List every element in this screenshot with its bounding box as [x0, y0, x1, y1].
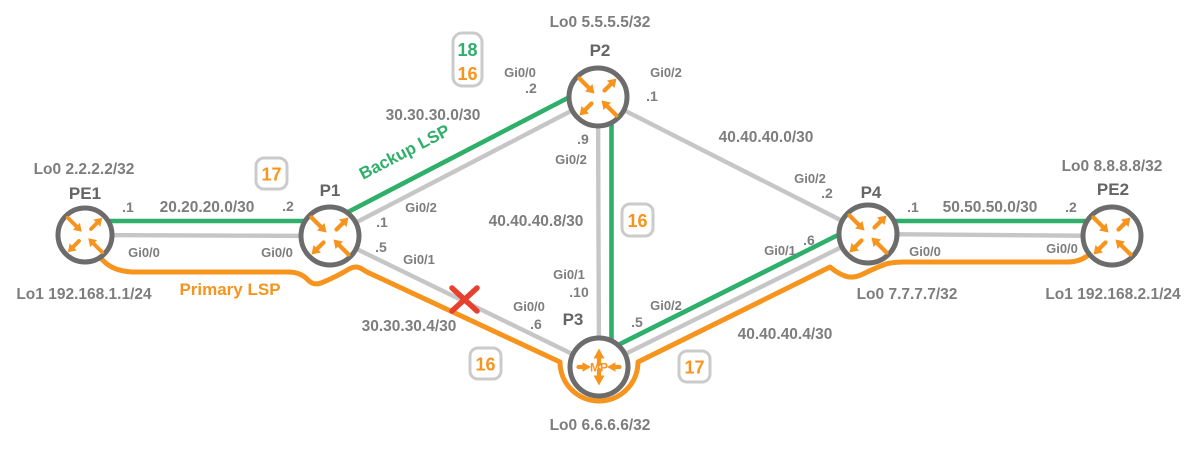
label-p3-lo0: Lo0 6.6.6.6/32: [550, 417, 651, 434]
router-pe1: [55, 205, 115, 265]
label-p1-p3-if-p3: Gi0/0: [513, 299, 545, 314]
label-pe1-lo0: Lo0 2.2.2.2/32: [34, 161, 135, 178]
label-pe1-p1-ip-pe1: .1: [122, 199, 134, 215]
label-p2-p3-ip-p3: .10: [569, 284, 589, 300]
router-p1-circle: [298, 204, 362, 268]
label-p2-lo0: Lo0 5.5.5.5/32: [550, 14, 651, 31]
mpls-label-value: 16: [457, 64, 477, 84]
label-p1-p2-if-p2: Gi0/0: [504, 65, 536, 80]
label-pe1-p1-if-pe1: Gi0/0: [128, 245, 160, 260]
label-p1-p3-subnet: 30.30.30.4/30: [362, 318, 457, 335]
label-pe2-lo1: Lo1 192.168.2.1/24: [1045, 286, 1181, 303]
mpls-label-boxes: 18 16 17 16 16 17: [254, 31, 712, 384]
mpls-label-value: 16: [475, 355, 495, 375]
router-p4: [836, 202, 900, 266]
label-p2-p4-if-p2: Gi0/2: [650, 65, 682, 80]
link-p2-p4: [597, 95, 869, 236]
label-p1-p3-ip-p1: .5: [375, 239, 387, 255]
label-p2-p3-if-p2: Gi0/2: [555, 152, 587, 167]
label-p2-name: P2: [590, 41, 611, 60]
label-p4-pe2-ip-pe2: .2: [1065, 199, 1077, 215]
label-p2-p4-ip-p4: .2: [821, 185, 833, 201]
label-pe1-p1-if-p1: Gi0/0: [261, 245, 293, 260]
label-p1-p2-subnet: 30.30.30.0/30: [386, 107, 481, 124]
label-p2-p4-ip-p2: .1: [646, 88, 658, 104]
router-pe2: [1080, 204, 1144, 268]
label-p2-p3-if-p3: Gi0/1: [553, 267, 585, 282]
link-p2-p3: [595, 96, 602, 368]
backup-lsp-path: [106, 86, 1092, 361]
label-p3-p4-ip-p4: .6: [803, 232, 815, 248]
router-pe2-circle: [1080, 204, 1144, 268]
diagram-labels: Lo0 2.2.2.2/32 PE1 Lo1 192.168.1.1/24 .1…: [16, 14, 1181, 434]
label-p3-p4-if-p3: Gi0/2: [650, 298, 682, 313]
mpls-label-p3-p4: 17: [677, 349, 712, 384]
mpls-label-value: 18: [457, 40, 477, 60]
label-pe1-p1-subnet: 20.20.20.0/30: [160, 199, 255, 216]
mpls-label-value: 16: [627, 211, 647, 231]
label-p4-lo0: Lo0 7.7.7.7/32: [857, 286, 958, 303]
router-p2-circle: [566, 65, 630, 129]
label-pe2-lo0: Lo0 8.8.8.8/32: [1062, 158, 1163, 175]
label-p4-pe2-ip-p4: .1: [907, 199, 919, 215]
label-p3-p4-ip-p3: .5: [631, 314, 643, 330]
mpls-label-stack-p1-p2: 18 16: [451, 31, 484, 88]
router-pe1-circle: [55, 205, 115, 265]
link-p1-p2: [328, 95, 600, 238]
mpls-label-value: 17: [261, 165, 281, 185]
mpls-label-p2-p3: 16: [620, 202, 655, 238]
label-pe1-lo1: Lo1 192.168.1.1/24: [16, 286, 152, 303]
router-p4-circle: [836, 202, 900, 266]
link-p3-p4: [598, 232, 869, 369]
label-p4-pe2-if-p4: Gi0/0: [909, 244, 941, 259]
router-p3-circle: [567, 335, 631, 399]
label-p2-p4-subnet: 40.40.40.0/30: [719, 129, 814, 146]
router-p3-merge-point: MP: [567, 335, 631, 399]
link-p4-pe2: [867, 231, 1113, 239]
label-pe1-p1-ip-p1: .2: [282, 198, 294, 214]
mpls-label-value: 17: [684, 358, 704, 378]
router-p2: [566, 65, 630, 129]
label-p2-p3-subnet: 40.40.40.8/30: [489, 213, 584, 230]
label-p1-p2-ip-p2: .2: [525, 80, 537, 96]
label-primary-lsp: Primary LSP: [179, 280, 280, 299]
label-pe2-name: PE2: [1097, 180, 1129, 199]
label-pe1-name: PE1: [69, 184, 101, 203]
link-failure-x-icon: [449, 285, 480, 314]
physical-links: [84, 95, 1113, 369]
mpls-label-p1-p3: 16: [468, 346, 503, 381]
label-p1-p3-ip-p3: .6: [530, 316, 542, 332]
merge-point-icon: MP: [576, 348, 622, 386]
label-p3-p4-if-p4: Gi0/1: [764, 243, 796, 258]
label-backup-lsp: Backup LSP: [356, 121, 453, 184]
label-p2-p3-ip-p2: .9: [577, 131, 589, 147]
link-pe1-p1: [84, 232, 331, 239]
label-p2-p4-if-p4: Gi0/2: [794, 171, 826, 186]
primary-lsp-path: [97, 250, 1094, 404]
merge-point-label: MP: [590, 361, 608, 375]
router-p1: [298, 204, 362, 268]
label-p1-p2-if-p1: Gi0/2: [405, 200, 437, 215]
label-p1-p3-if-p1: Gi0/1: [403, 252, 435, 267]
label-p4-pe2-subnet: 50.50.50.0/30: [943, 199, 1038, 216]
label-p3-name: P3: [563, 310, 584, 329]
label-p4-pe2-if-pe2: Gi0/0: [1046, 241, 1078, 256]
label-p4-name: P4: [861, 183, 882, 202]
label-p1-name: P1: [320, 181, 341, 200]
label-p3-p4-subnet: 40.40.40.4/30: [738, 326, 833, 343]
label-p1-p2-ip-p1: .1: [376, 214, 388, 230]
mpls-label-pe1-p1: 17: [254, 156, 289, 191]
